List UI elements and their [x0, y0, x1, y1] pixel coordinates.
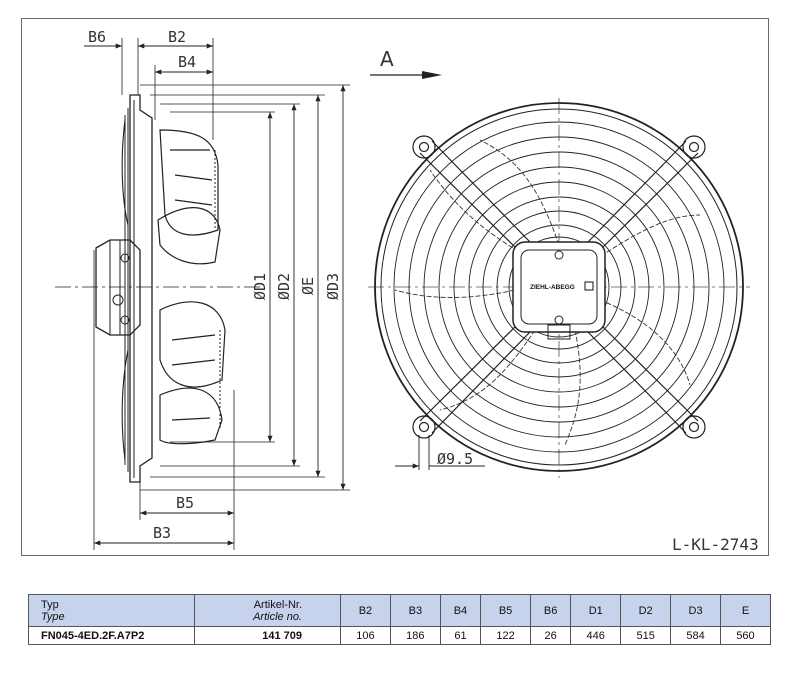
cell-d3: 584: [670, 626, 721, 645]
cell-type: FN045-4ED.2F.A7P2: [28, 626, 195, 645]
header-type: Typ Type: [28, 594, 195, 627]
label-d3: ØD3: [324, 273, 342, 300]
header-article: Artikel-Nr. Article no.: [194, 594, 341, 627]
header-article-en: Article no.: [253, 610, 302, 623]
header-type-de: Typ: [41, 598, 59, 611]
spec-table: Typ Type Artikel-Nr. Article no. B2 B3 B…: [28, 594, 771, 645]
logo-icon: [584, 281, 594, 291]
cell-b2: 106: [340, 626, 391, 645]
header-b2: B2: [340, 594, 391, 627]
cross-struts: [419, 140, 699, 434]
blade-profiles: [157, 129, 226, 445]
label-d2: ØD2: [275, 273, 293, 300]
view-label: A: [380, 47, 394, 71]
table-row: FN045-4ED.2F.A7P2 141 709 106 186 61 122…: [28, 626, 771, 645]
label-d1: ØD1: [251, 273, 269, 300]
header-b5: B5: [480, 594, 531, 627]
motor-housing: [512, 241, 606, 340]
header-e: E: [720, 594, 771, 627]
cell-b5: 122: [480, 626, 531, 645]
motor-hub: [95, 239, 141, 336]
header-b3: B3: [389, 594, 441, 627]
cell-b3: 186: [389, 626, 441, 645]
brand-mark: ZIEHL-ABEGG: [530, 284, 575, 291]
cell-b4: 61: [439, 626, 482, 645]
side-view: B6 B2 B4 B5 B3 ØD1 ØD2 ØE ØD3: [55, 28, 350, 550]
cell-d2: 515: [620, 626, 672, 645]
header-b4: B4: [439, 594, 482, 627]
label-b4: B4: [178, 53, 196, 71]
header-article-de: Artikel-Nr.: [253, 598, 302, 611]
drawing-id: L-KL-2743: [672, 535, 759, 554]
label-e: ØE: [299, 277, 317, 295]
header-b6: B6: [529, 594, 572, 627]
label-b5: B5: [176, 494, 194, 512]
drawing-frame: [21, 18, 769, 556]
label-hole-diameter: Ø9.5: [437, 450, 473, 468]
cable-gland-icon: [112, 294, 124, 306]
cell-article: 141 709: [194, 626, 341, 645]
blade-outlines: [394, 139, 701, 446]
table-header-row: Typ Type Artikel-Nr. Article no. B2 B3 B…: [28, 594, 771, 627]
label-b3: B3: [153, 524, 171, 542]
header-d3: D3: [670, 594, 721, 627]
header-d1: D1: [570, 594, 622, 627]
cell-b6: 26: [529, 626, 572, 645]
header-type-en: Type: [41, 610, 65, 623]
guard-profile: [129, 94, 153, 483]
view-a-marker: A: [370, 47, 442, 79]
label-b6: B6: [88, 28, 106, 46]
cell-e: 560: [720, 626, 771, 645]
mounting-lugs: [412, 135, 706, 439]
header-d2: D2: [620, 594, 672, 627]
cell-d1: 446: [570, 626, 622, 645]
front-view: ZIEHL-ABEGG Ø9.5: [368, 98, 750, 478]
technical-drawing: B6 B2 B4 B5 B3 ØD1 ØD2 ØE ØD3 A: [55, 28, 759, 554]
guard-rings: [374, 102, 744, 472]
label-b2: B2: [168, 28, 186, 46]
